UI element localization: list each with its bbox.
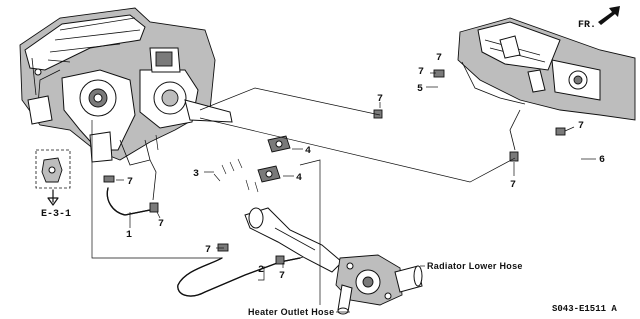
front-direction-label: FR. xyxy=(578,20,596,31)
callout-7-i: 7 xyxy=(436,53,442,64)
callout-7-c: 7 xyxy=(205,245,211,256)
intake-manifold xyxy=(19,7,233,166)
callout-3: 3 xyxy=(193,169,199,180)
caption-radiator-lower-hose: Radiator Lower Hose xyxy=(427,261,523,271)
front-direction-marker: FR. xyxy=(578,6,620,31)
clamps-part-7 xyxy=(103,69,566,265)
callout-4-upper: 4 xyxy=(305,146,311,157)
hose-part-6 xyxy=(509,109,585,195)
diagram-code: S043-E1511 A xyxy=(552,304,617,314)
callout-7-e: 7 xyxy=(377,94,383,105)
callout-7-a: 7 xyxy=(127,177,133,188)
hose-part-5 xyxy=(392,77,443,125)
reference-label: E-3-1 xyxy=(41,209,71,220)
water-pipe xyxy=(244,207,343,273)
guide-lines xyxy=(91,87,516,305)
callout-7-d: 7 xyxy=(279,271,285,282)
thermostat-housing xyxy=(335,254,423,315)
clamp-part-4-upper xyxy=(267,135,291,153)
engine-block xyxy=(457,17,636,121)
front-arrow-icon xyxy=(598,6,620,25)
hose-part-2 xyxy=(177,251,319,297)
callout-5: 5 xyxy=(417,84,423,95)
callout-2: 2 xyxy=(258,265,264,276)
caption-heater-outlet-hose: Heater Outlet Hose xyxy=(248,307,334,317)
callout-7-f: 7 xyxy=(418,67,424,78)
callout-1: 1 xyxy=(126,230,132,241)
callout-4-lower: 4 xyxy=(296,173,302,184)
callout-7-b: 7 xyxy=(158,219,164,230)
callout-7-g: 7 xyxy=(510,180,516,191)
hose-part-3 xyxy=(205,145,275,215)
hose-part-1 xyxy=(106,159,157,216)
callout-6: 6 xyxy=(599,155,605,166)
clamp-part-4-lower xyxy=(257,165,281,183)
leader-lines xyxy=(116,72,596,313)
callout-7-h: 7 xyxy=(578,121,584,132)
reference-inset xyxy=(35,149,71,206)
